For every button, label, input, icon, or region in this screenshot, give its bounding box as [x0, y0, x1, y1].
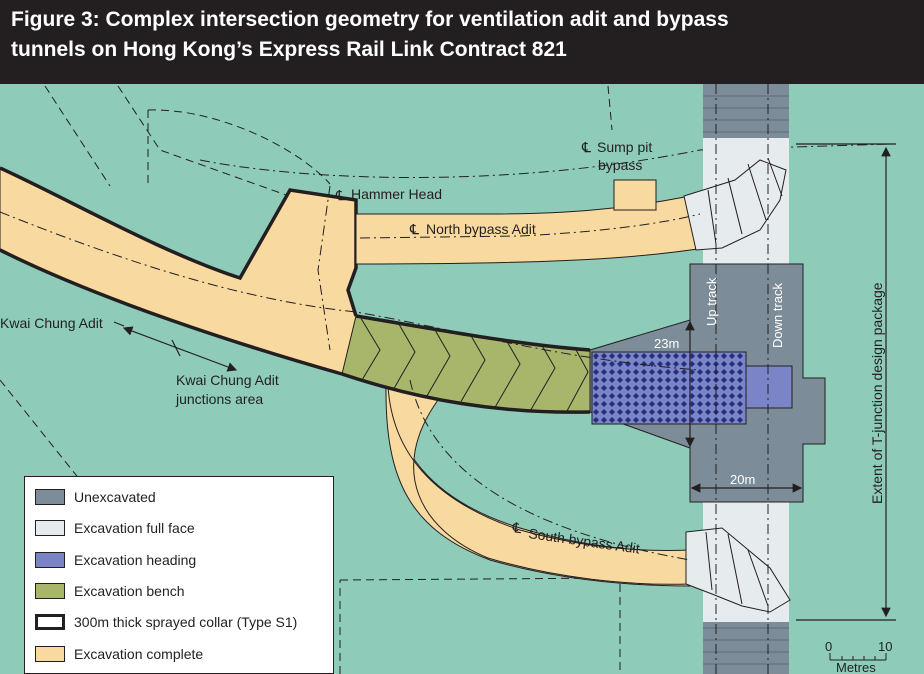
legend-item-heading: Excavation heading — [35, 550, 196, 570]
legend-swatch-bench — [35, 583, 65, 599]
sump-pit-bypass-label: bypass — [598, 157, 642, 173]
legend-label: Excavation bench — [74, 583, 185, 599]
up-track-label: Up track — [704, 277, 719, 326]
excavation-heading — [591, 351, 793, 425]
south-bypass-adit — [385, 385, 791, 613]
legend-item-complete: Excavation complete — [35, 644, 203, 664]
svg-text:℄: ℄ — [335, 187, 345, 203]
dimension-23m: 23m — [654, 336, 679, 351]
north-bypass-label: North bypass Adit — [426, 221, 536, 237]
junctions-area-label-2: junctions area — [175, 391, 263, 407]
sump-pit-label: Sump pit — [597, 139, 652, 155]
legend-label: 300m thick sprayed collar (Type S1) — [74, 614, 298, 630]
legend-item-full-face: Excavation full face — [35, 518, 195, 538]
dimension-lines — [122, 143, 896, 621]
legend-swatch-collar — [35, 614, 65, 630]
legend-swatch-complete — [35, 646, 65, 662]
legend-swatch-heading — [35, 552, 65, 568]
north-bypass-adit — [355, 157, 787, 265]
scale-bar: 0 10 Metres — [825, 639, 892, 674]
hammer-head-label: Hammer Head — [351, 186, 442, 202]
excavation-bench — [341, 314, 591, 414]
intersection-diagram: ℄ ℄ ℄ ℄ Sump pit bypass Hammer Head Nort… — [0, 84, 896, 674]
legend-label: Excavation complete — [74, 646, 204, 662]
kwai-chung-adit-label: Kwai Chung Adit — [0, 315, 103, 331]
junctions-area-label-1: Kwai Chung Adit — [176, 372, 279, 388]
legend-swatch-unexcavated — [35, 489, 65, 505]
dimension-20m: 20m — [730, 472, 755, 487]
title-bar: Figure 3: Complex intersection geometry … — [0, 0, 924, 84]
legend-item-bench: Excavation bench — [35, 581, 185, 601]
legend-item-unexcavated: Unexcavated — [35, 487, 156, 507]
svg-text:℄: ℄ — [581, 139, 591, 155]
legend: Unexcavated Excavation full face Excavat… — [24, 476, 334, 674]
down-track-label: Down track — [770, 282, 785, 348]
centreline-symbols: ℄ ℄ ℄ ℄ — [335, 139, 591, 536]
svg-text:℄: ℄ — [409, 221, 419, 237]
scale-start: 0 — [825, 639, 832, 654]
legend-label: Excavation full face — [74, 520, 195, 536]
scale-end: 10 — [878, 639, 892, 654]
figure-title-line-1: Figure 3: Complex intersection geometry … — [11, 8, 729, 31]
legend-swatch-full-face — [35, 520, 65, 536]
figure-title-line-2: tunnels on Hong Kong’s Express Rail Link… — [11, 38, 567, 61]
legend-item-collar: 300m thick sprayed collar (Type S1) — [35, 612, 297, 632]
kwai-chung-leader — [113, 321, 125, 327]
centre-lines — [0, 84, 769, 674]
legend-label: Unexcavated — [74, 489, 156, 505]
svg-text:℄: ℄ — [511, 519, 523, 536]
extent-label: Extent of T-junction design package — [869, 282, 885, 504]
scale-unit: Metres — [836, 660, 876, 674]
legend-label: Excavation heading — [74, 552, 197, 568]
